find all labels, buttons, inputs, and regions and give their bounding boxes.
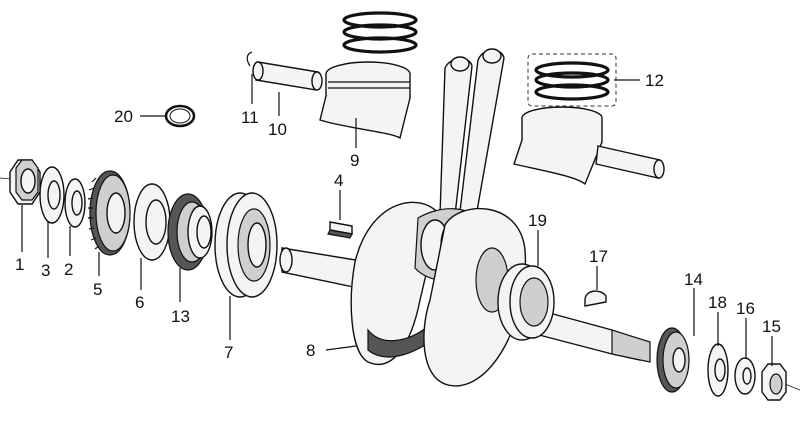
washer-part-3 (39, 166, 65, 224)
key-part-17 (584, 290, 607, 307)
piston-pin-second (595, 145, 665, 179)
label-part-16: 16 (736, 299, 755, 318)
leader-lines (21, 74, 773, 366)
label-part-14: 14 (684, 270, 703, 289)
label-part-7: 7 (224, 343, 233, 362)
piston-second (513, 106, 603, 186)
lock-washer-part-2 (64, 178, 86, 228)
flange-nut-part-15 (761, 363, 787, 401)
hex-nut-part-1 (9, 159, 41, 205)
label-part-5: 5 (93, 280, 102, 299)
label-part-11: 11 (241, 108, 259, 127)
piston-pin-part-10 (252, 61, 323, 91)
label-part-17: 17 (589, 247, 608, 266)
label-part-20: 20 (114, 107, 133, 126)
label-part-2: 2 (64, 260, 73, 279)
timing-gear-part-5 (87, 170, 131, 256)
label-part-3: 3 (41, 261, 50, 280)
ball-bearing-part-7 (214, 192, 278, 298)
roller-bearing-part-13 (167, 193, 213, 271)
label-part-12: 12 (645, 71, 664, 90)
piston-rings-upper (342, 11, 418, 54)
piston-ring-set-part-12 (527, 53, 617, 107)
piston-part-9 (319, 61, 411, 140)
label-part-10: 10 (268, 120, 287, 139)
circlip-part-11 (246, 51, 253, 67)
spacer-part-16 (734, 357, 756, 395)
label-part-15: 15 (762, 317, 781, 336)
label-part-1: 1 (15, 255, 24, 274)
label-part-13: 13 (171, 307, 190, 326)
gear-part-14 (656, 327, 690, 393)
washer-part-18 (707, 343, 729, 397)
label-part-9: 9 (350, 151, 359, 170)
label-part-6: 6 (135, 293, 144, 312)
label-part-4: 4 (334, 171, 343, 190)
label-part-18: 18 (708, 293, 727, 312)
spacer-part-6 (133, 183, 171, 261)
circlip-part-20 (164, 104, 196, 128)
crankshaft-part-8 (279, 48, 651, 387)
woodruff-key-part-4 (327, 221, 353, 239)
label-part-19: 19 (528, 211, 547, 230)
ball-bearing-part-19 (497, 263, 555, 341)
label-part-8: 8 (306, 341, 315, 360)
